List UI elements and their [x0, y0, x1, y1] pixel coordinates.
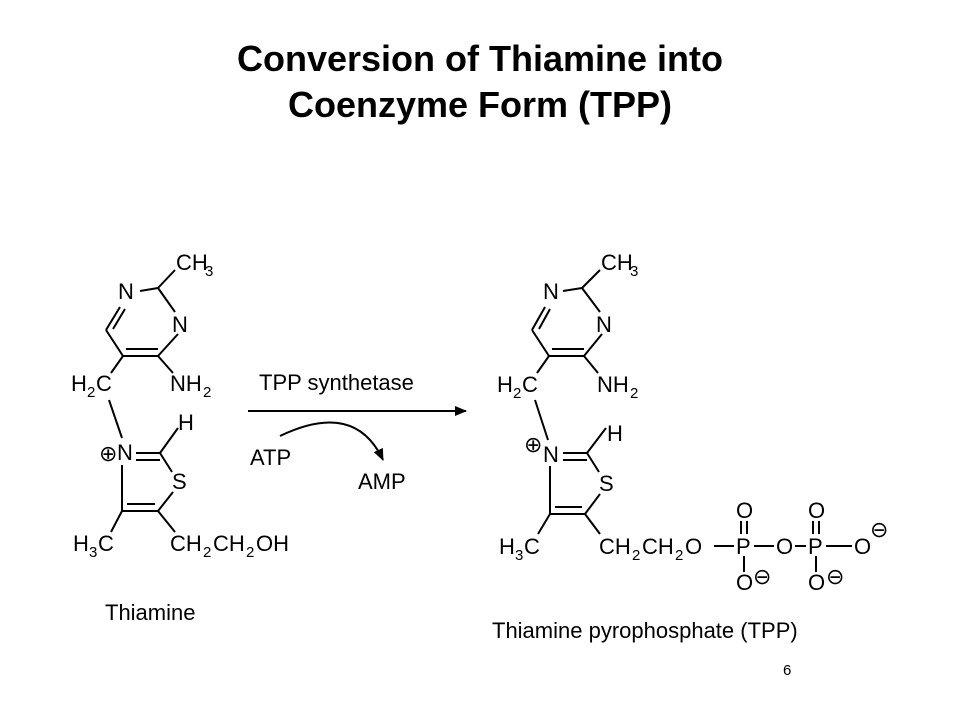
- bond: [159, 427, 179, 454]
- h3c-h-label: H: [73, 531, 89, 556]
- side-subscript-1: 2: [203, 544, 211, 561]
- bond: [586, 427, 607, 454]
- bond: [584, 493, 601, 515]
- p2-oxygen-charge: ⊖: [826, 564, 844, 589]
- tpp-nh2-label: NH: [597, 372, 629, 397]
- slide-title-line2: Coenzyme Form (TPP): [287, 84, 673, 125]
- curved-arrow: [279, 421, 384, 461]
- ch3-label: CH: [176, 250, 208, 275]
- bond: [159, 452, 173, 473]
- atp-label: ATP: [250, 445, 291, 470]
- bond: [157, 333, 179, 357]
- tpp-ch3-subscript: 3: [630, 263, 638, 280]
- nh2-subscript: 2: [203, 384, 211, 401]
- bond: [157, 491, 174, 512]
- ch2-h-label: H: [71, 371, 87, 396]
- bond: [110, 355, 124, 374]
- tpp-structure: CH 3 N N H 2 C NH 2 ⊕ N H S H 3 C CH 2 C…: [497, 250, 888, 595]
- bond: [581, 269, 601, 289]
- tpp-ch2-h-label: H: [497, 372, 513, 397]
- h-label: H: [178, 410, 194, 435]
- bond: [139, 287, 159, 292]
- bond: [157, 287, 176, 313]
- bond: [537, 513, 551, 535]
- tpp-ch2-subscript: 2: [513, 385, 521, 402]
- bond: [584, 513, 601, 535]
- tpp-h3c-subscript: 3: [515, 547, 523, 564]
- tpp-s-label: S: [599, 471, 614, 496]
- bond: [108, 399, 123, 439]
- tpp-nh2-subscript: 2: [630, 385, 638, 402]
- bond: [105, 329, 124, 357]
- tpp-h3c-h-label: H: [499, 534, 515, 559]
- tpp-side-subscript-2: 2: [675, 547, 683, 564]
- bond: [157, 269, 176, 289]
- bond: [562, 287, 583, 292]
- bond: [112, 308, 126, 330]
- tpp-side-subscript-1: 2: [632, 547, 640, 564]
- bond: [110, 510, 123, 533]
- side-subscript-2: 2: [246, 544, 254, 561]
- terminal-oxygen-label: O: [854, 534, 871, 559]
- h3c-c-label: C: [98, 531, 114, 556]
- ch2-c-label: C: [96, 371, 112, 396]
- p1-bottom-oxygen-label: O: [736, 570, 753, 595]
- bond: [581, 287, 601, 313]
- ch3-subscript: 3: [205, 263, 213, 280]
- slide-title-line1: Conversion of Thiamine into: [236, 38, 724, 79]
- tpp-ch3-label: CH: [601, 250, 633, 275]
- bridging-oxygen-label: O: [776, 534, 793, 559]
- enzyme-label: TPP synthetase: [259, 370, 414, 395]
- terminal-oxygen-charge: ⊖: [870, 517, 888, 542]
- bond: [157, 355, 174, 374]
- plus-charge-symbol: ⊕: [99, 441, 117, 466]
- nh2-label: NH: [170, 371, 202, 396]
- page-number: 6: [783, 662, 792, 679]
- p2-top-oxygen-label: O: [808, 498, 825, 523]
- thiamine-structure: CH 3 N N H 2 C NH 2 ⊕ N H S H 3 C CH 2 C…: [71, 250, 289, 561]
- tpp-h-label: H: [607, 421, 623, 446]
- tpp-ch2-c-label: C: [522, 372, 538, 397]
- tpp-side-ch2a-label: CH: [599, 534, 631, 559]
- n-plus-label: N: [117, 440, 133, 465]
- bond: [583, 355, 599, 374]
- reaction-arrow-group: TPP synthetase ATP AMP: [248, 370, 467, 494]
- bond: [583, 333, 603, 357]
- amp-label: AMP: [358, 469, 406, 494]
- bond: [586, 452, 600, 473]
- p2-bottom-oxygen-label: O: [808, 570, 825, 595]
- s-label: S: [172, 469, 187, 494]
- tpp-h3c-c-label: C: [524, 534, 540, 559]
- tpp-caption: Thiamine pyrophosphate (TPP): [492, 618, 798, 643]
- bond: [531, 306, 546, 331]
- ester-oxygen-label: O: [685, 534, 702, 559]
- n3-label: N: [172, 312, 188, 337]
- hydroxyl-label: OH: [256, 531, 289, 556]
- bond: [538, 308, 551, 330]
- phosphorus-2-label: P: [808, 534, 823, 559]
- tpp-n-plus-label: N: [543, 442, 559, 467]
- p1-top-oxygen-label: O: [736, 498, 753, 523]
- tpp-n1-label: N: [543, 279, 559, 304]
- ch2-subscript: 2: [87, 384, 95, 401]
- bond: [157, 510, 176, 533]
- bond: [531, 329, 550, 357]
- phosphorus-1-label: P: [736, 534, 751, 559]
- thiamine-caption: Thiamine: [105, 600, 196, 625]
- bond: [105, 306, 121, 331]
- side-ch2b-label: CH: [213, 531, 245, 556]
- tpp-side-ch2b-label: CH: [642, 534, 674, 559]
- bond: [536, 355, 550, 374]
- h3c-subscript: 3: [89, 544, 97, 561]
- tpp-n3-label: N: [596, 312, 612, 337]
- n1-label: N: [118, 279, 134, 304]
- bond: [534, 399, 549, 441]
- tpp-plus-charge-symbol: ⊕: [524, 432, 542, 457]
- side-ch2a-label: CH: [170, 531, 202, 556]
- p1-oxygen-charge: ⊖: [753, 564, 771, 589]
